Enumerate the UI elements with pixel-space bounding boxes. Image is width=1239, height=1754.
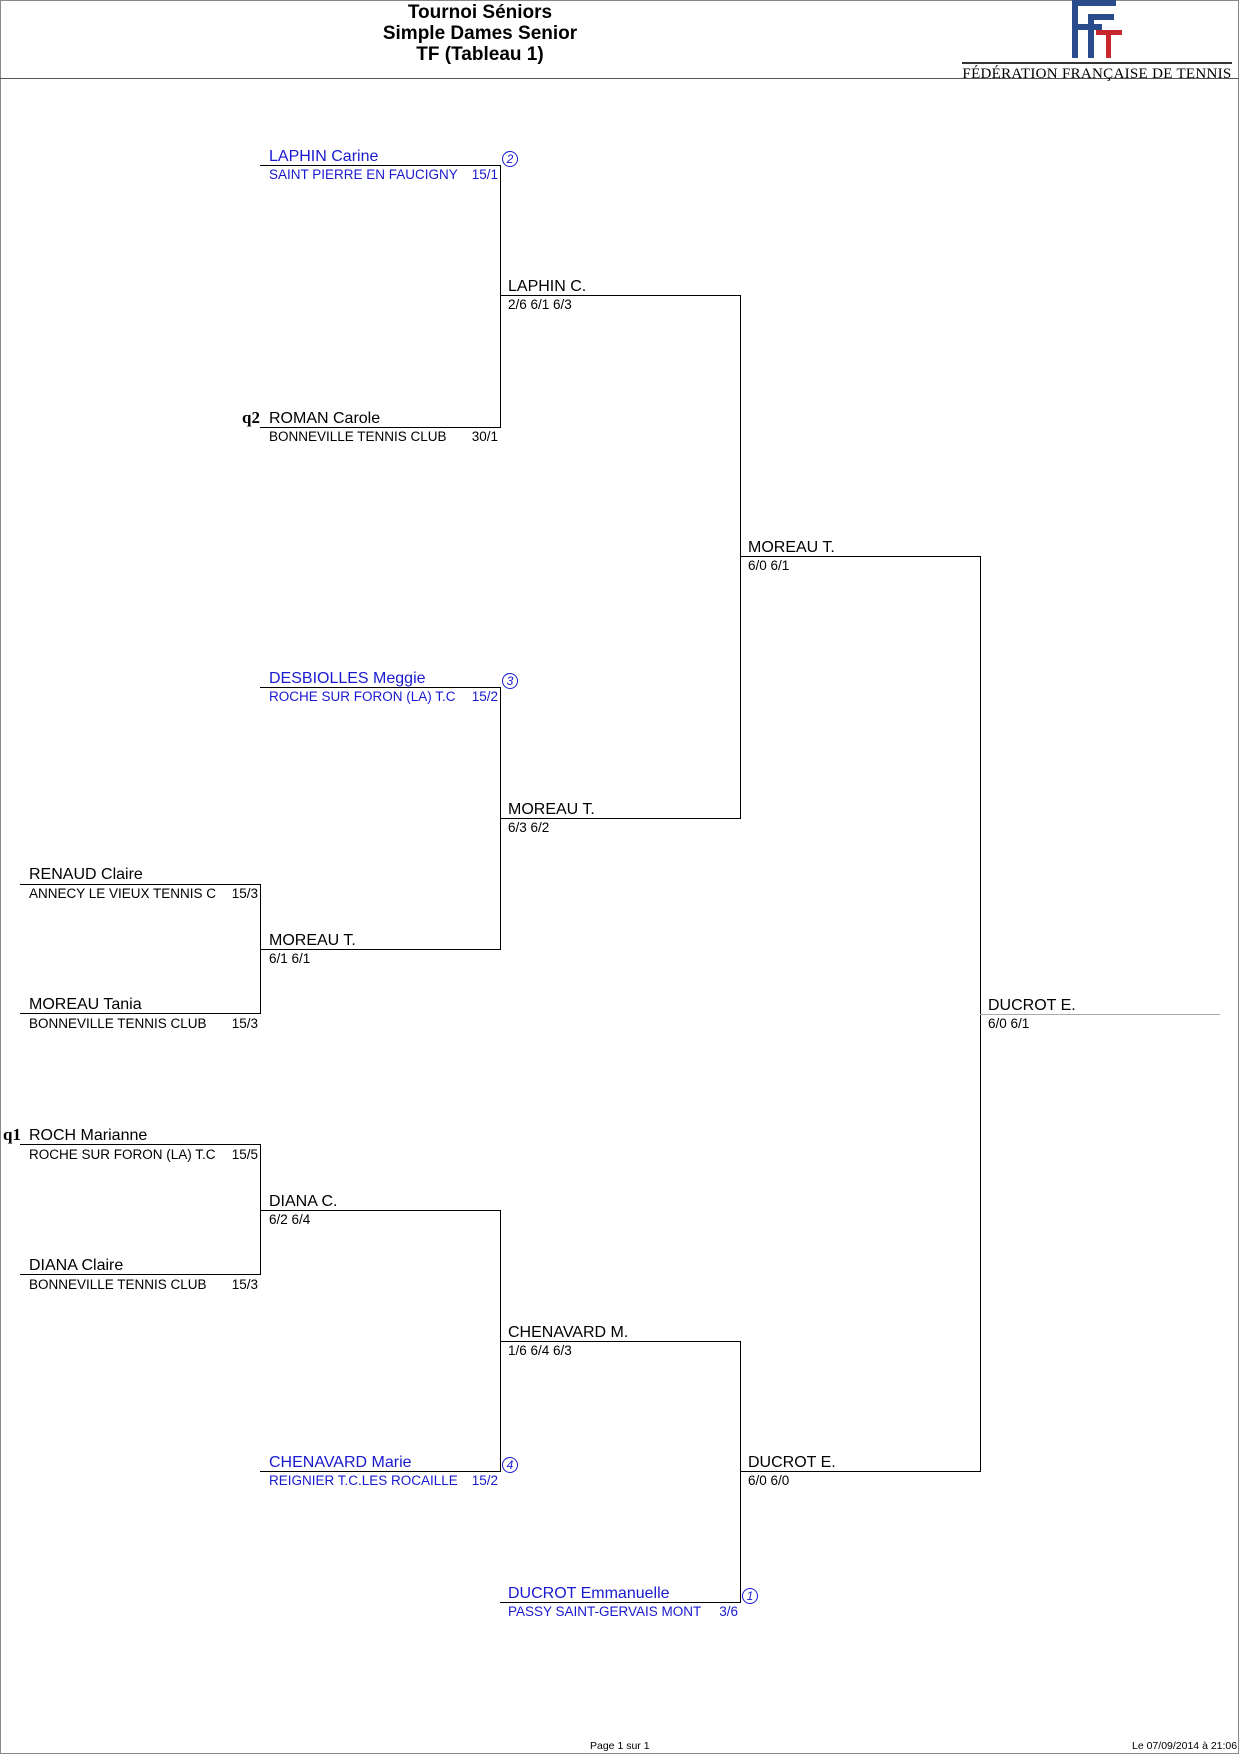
round3-line (500, 1341, 740, 1342)
match-score: 6/2 6/4 (269, 1212, 311, 1227)
federation-name: FÉDÉRATION FRANÇAISE DE TENNIS (962, 62, 1232, 83)
seed-badge: 4 (502, 1457, 518, 1473)
semifinal-line (740, 556, 980, 557)
player-club: REIGNIER T.C.LES ROCAILLE (269, 1473, 458, 1488)
player-name: ROMAN Carole (269, 410, 381, 427)
round1-line (20, 1274, 260, 1275)
draw-title: TF (Tableau 1) (416, 44, 544, 65)
player-name: RENAUD Claire (29, 866, 143, 883)
seed-badge: 1 (742, 1588, 758, 1604)
player-ranking: 3/6 (719, 1604, 738, 1619)
player-club: BONNEVILLE TENNIS CLUB (29, 1277, 207, 1292)
round2-line (260, 687, 500, 688)
page-number: Page 1 sur 1 (590, 1740, 650, 1752)
round2-line (260, 427, 500, 428)
player-ranking: 15/3 (231, 886, 258, 901)
print-date: Le 07/09/2014 à 21:06 (1132, 1740, 1238, 1752)
final-score: 6/0 6/1 (988, 1016, 1030, 1031)
player-ranking: 15/2 (471, 1473, 498, 1488)
winner-name: MOREAU T. (269, 932, 356, 949)
seed-badge: 2 (502, 151, 518, 167)
winner-name: DUCROT E. (748, 1454, 836, 1471)
champion-name: DUCROT E. (988, 997, 1076, 1014)
round1-line (20, 884, 260, 885)
tournament-title: Tournoi Séniors (407, 2, 553, 23)
player-name: ROCH Marianne (29, 1127, 148, 1144)
player-ranking: 15/5 (231, 1147, 258, 1162)
player-ranking: 15/3 (231, 1016, 258, 1031)
semifinal-line (740, 1471, 980, 1472)
fft-logo-icon (1072, 0, 1122, 58)
round3-line (500, 1602, 740, 1603)
qualifier-badge: q1 (3, 1125, 21, 1144)
player-club: ANNECY LE VIEUX TENNIS C (29, 886, 217, 901)
player-name: CHENAVARD Marie (269, 1454, 412, 1471)
winner-name: LAPHIN C. (508, 278, 587, 295)
player-club: BONNEVILLE TENNIS CLUB (269, 429, 447, 444)
seed-badge: 3 (502, 673, 518, 689)
winner-name: DIANA C. (269, 1193, 338, 1210)
match-score: 2/6 6/1 6/3 (508, 297, 572, 312)
round3-connector (740, 1341, 741, 1603)
player-club: PASSY SAINT-GERVAIS MONT (508, 1604, 702, 1619)
player-ranking: 15/3 (231, 1277, 258, 1292)
match-score: 6/1 6/1 (269, 951, 311, 966)
round2-line (260, 1471, 500, 1472)
round3-line (500, 818, 740, 819)
player-name: DIANA Claire (29, 1257, 124, 1274)
header-divider (0, 78, 1239, 79)
match-score: 6/0 6/1 (748, 558, 790, 573)
round1-line (20, 1013, 260, 1014)
winner-name: MOREAU T. (508, 801, 595, 818)
player-club: BONNEVILLE TENNIS CLUB (29, 1016, 207, 1031)
final-line (980, 1014, 1220, 1015)
player-club: ROCHE SUR FORON (LA) T.C (269, 689, 456, 704)
round3-connector (740, 295, 741, 819)
match-score: 1/6 6/4 6/3 (508, 1343, 572, 1358)
round2-connector (500, 165, 501, 428)
player-club: ROCHE SUR FORON (LA) T.C (29, 1147, 216, 1162)
player-ranking: 30/1 (471, 429, 498, 444)
match-score: 6/0 6/0 (748, 1473, 790, 1488)
round2-line (260, 1210, 500, 1211)
player-name: DESBIOLLES Meggie (269, 670, 426, 687)
player-name: DUCROT Emmanuelle (508, 1585, 670, 1602)
round2-line (260, 165, 500, 166)
player-name: LAPHIN Carine (269, 148, 379, 165)
player-club: SAINT PIERRE EN FAUCIGNY (269, 167, 458, 182)
player-name: MOREAU Tania (29, 996, 142, 1013)
round1-line (20, 1144, 260, 1145)
event-title: Simple Dames Senior (382, 23, 578, 44)
round1-connector (260, 1144, 261, 1275)
round2-line (260, 949, 500, 950)
player-ranking: 15/1 (471, 167, 498, 182)
winner-name: CHENAVARD M. (508, 1324, 629, 1341)
winner-name: MOREAU T. (748, 539, 835, 556)
qualifier-badge: q2 (242, 408, 260, 427)
round3-line (500, 295, 740, 296)
player-ranking: 15/2 (471, 689, 498, 704)
match-score: 6/3 6/2 (508, 820, 550, 835)
